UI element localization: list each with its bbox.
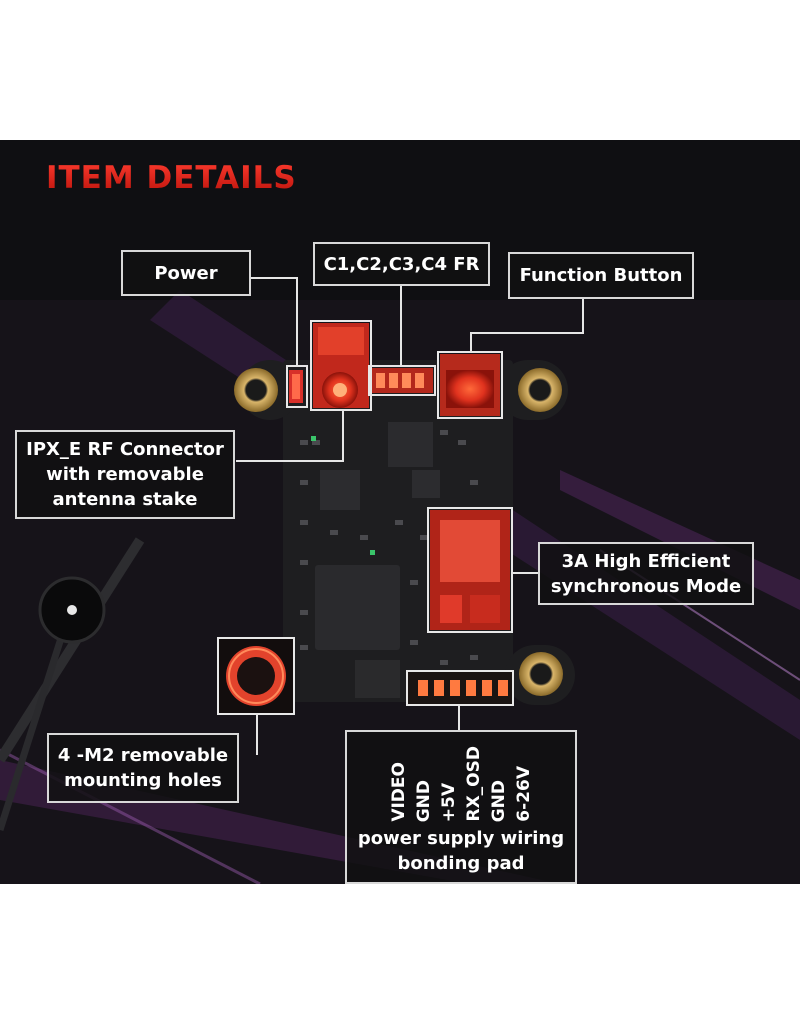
channels-leader-line: [400, 284, 402, 366]
pad-label-line2: bonding pad: [397, 853, 525, 874]
mode-leader-line: [513, 572, 539, 574]
power-led-highlight: [286, 365, 308, 408]
pad-leader-line-v: [458, 706, 460, 730]
function-leader-line-v: [582, 298, 584, 333]
power-label: Power: [154, 262, 218, 284]
power-callout: Power: [121, 250, 251, 296]
pin-label-rx-osd: RX_OSD: [463, 746, 484, 822]
mode-label-line1: 3A High Efficient: [561, 550, 731, 572]
ipx-label-line1: IPX_E RF Connector: [26, 439, 224, 460]
mount-label-line2: mounting holes: [64, 770, 222, 791]
function-leader-line-v2: [470, 332, 472, 352]
channels-callout: C1,C2,C3,C4 FR: [313, 242, 490, 286]
regulator-highlight: [427, 507, 513, 633]
bonding-pad-callout: VIDEO GND +5V RX_OSD GND 6-26V power sup…: [345, 730, 577, 884]
page-title: ITEM DETAILS: [46, 160, 297, 196]
pin-labels: VIDEO GND +5V RX_OSD GND 6-26V: [388, 732, 535, 822]
pin-label-gnd: GND: [413, 779, 434, 822]
mounting-holes-callout: 4 -M2 removable mounting holes: [47, 733, 239, 803]
mode-label-line2: synchronous Mode: [550, 575, 742, 597]
product-image-panel: ITEM DETAILS Power C1,C2,C3,C4 FR Functi…: [0, 140, 800, 884]
channel-switch-highlight: [368, 365, 436, 396]
function-button-callout: Function Button: [508, 252, 694, 299]
ipx-connector-callout: IPX_E RF Connector with removable antenn…: [15, 430, 235, 519]
power-leader-line-v: [296, 277, 298, 367]
pin-label-5v: +5V: [438, 782, 459, 822]
pin-label-gnd-2: GND: [488, 779, 509, 822]
mounting-hole-highlight: [217, 637, 295, 715]
mount-leader-line-v: [256, 715, 258, 755]
function-button-label: Function Button: [519, 265, 683, 286]
ipx-leader-line-h: [236, 460, 344, 462]
channels-label: C1,C2,C3,C4 FR: [323, 253, 480, 275]
function-button-highlight: [437, 351, 503, 419]
pin-label-vin: 6-26V: [513, 766, 534, 822]
function-leader-line-h: [470, 332, 584, 334]
pin-label-video: VIDEO: [388, 762, 409, 822]
ipx-label-line2: with removable: [46, 464, 204, 485]
pad-label-line1: power supply wiring: [357, 828, 565, 849]
power-leader-line: [250, 277, 297, 279]
ipx-leader-line-v: [342, 410, 344, 462]
mount-label-line1: 4 -M2 removable: [57, 745, 229, 766]
ipx-label-line3: antenna stake: [52, 489, 198, 510]
bonding-pad-highlight: [406, 670, 514, 706]
synchronous-mode-callout: 3A High Efficient synchronous Mode: [538, 542, 754, 605]
ipx-connector-highlight: [310, 320, 372, 411]
